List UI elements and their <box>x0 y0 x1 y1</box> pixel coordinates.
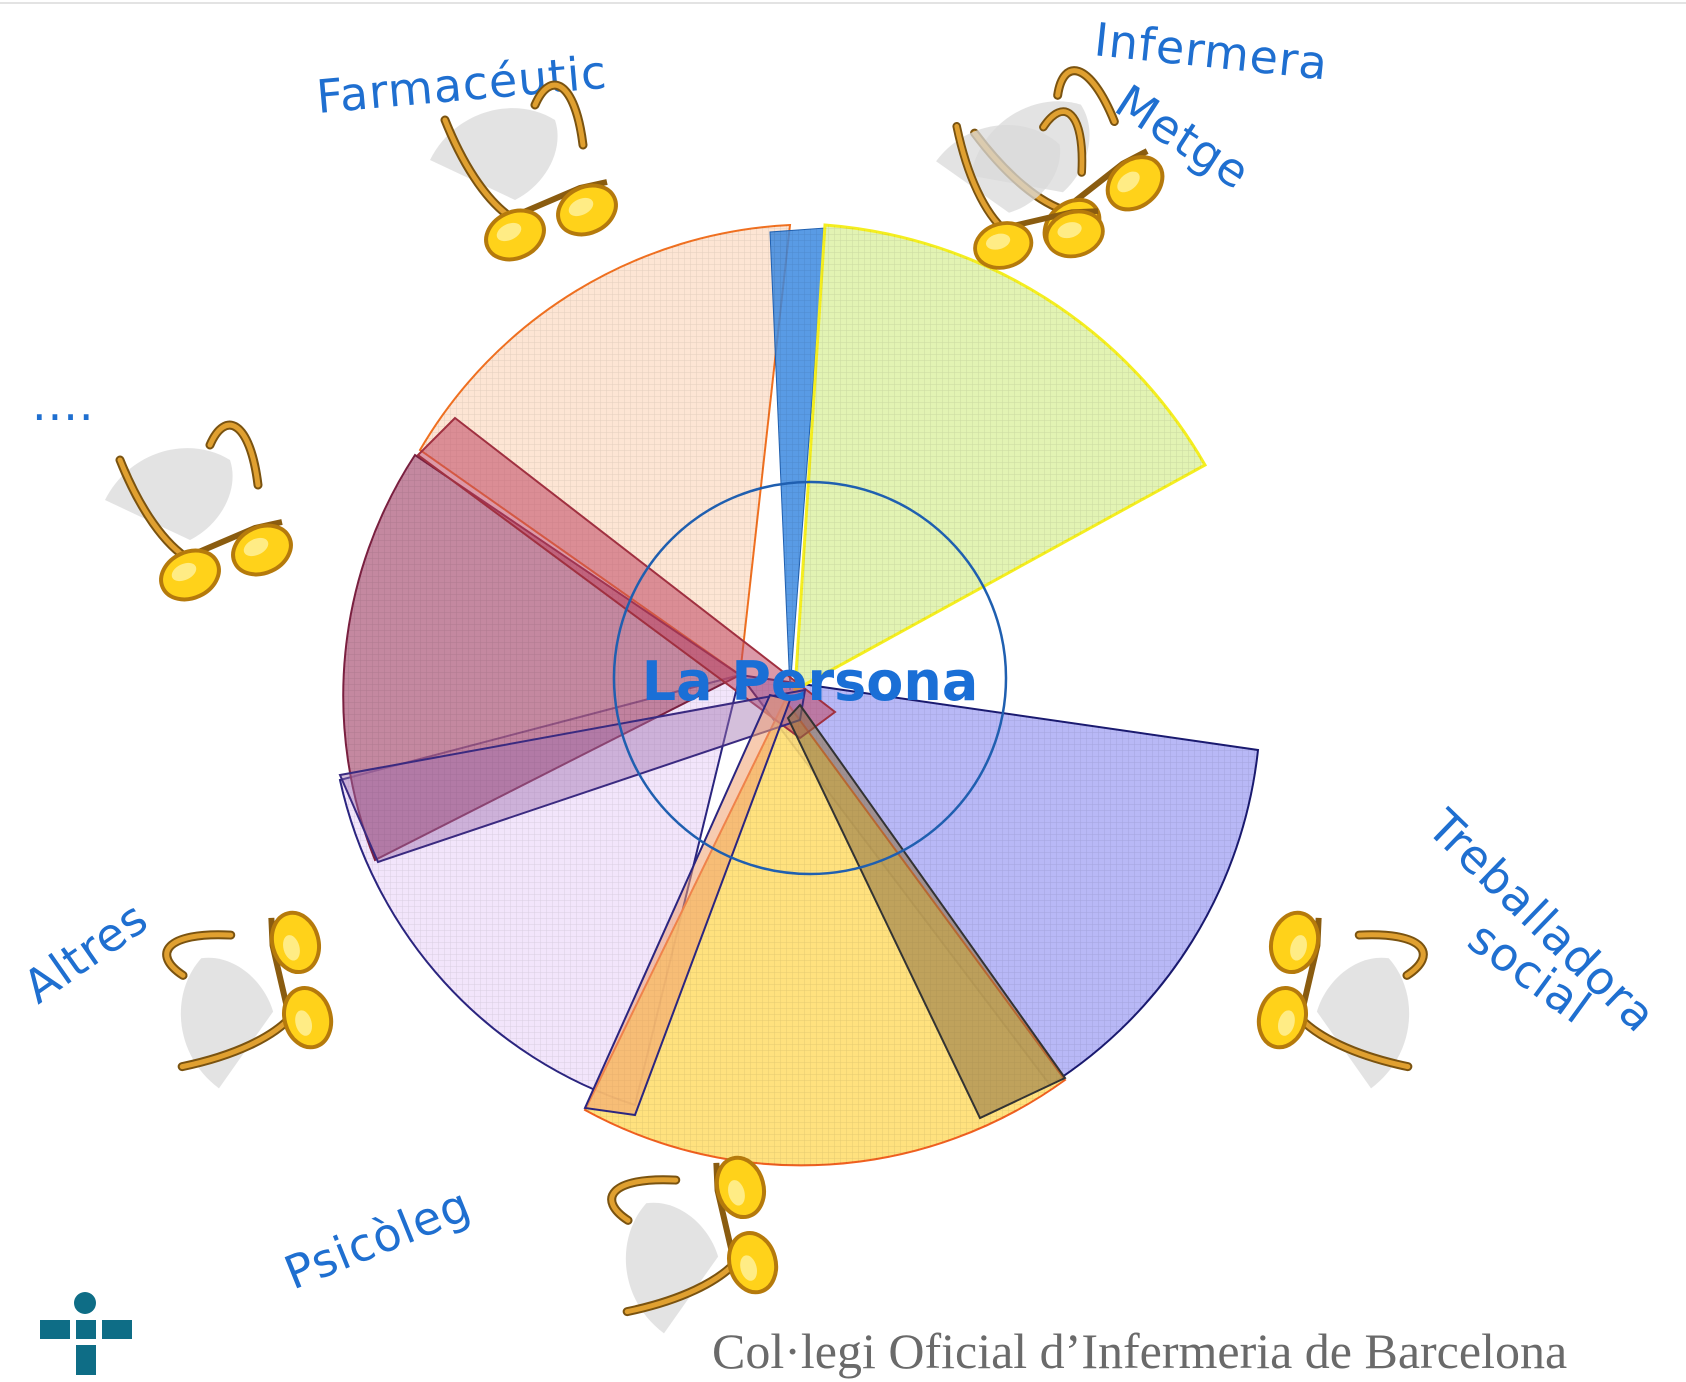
sector-infermera <box>769 227 826 691</box>
label-dots: .... <box>32 377 95 431</box>
overlay-bar-se <box>786 703 1067 1120</box>
top-divider <box>0 2 1686 4</box>
glasses-icon <box>145 884 359 1107</box>
center-label: La Persona <box>642 650 979 713</box>
footer-organization: Col·legi Oficial d’Infermeria de Barcelo… <box>712 1323 1567 1379</box>
sector-dots <box>342 453 742 862</box>
overlay-bar-s <box>583 693 792 1117</box>
glasses-icon <box>105 425 299 608</box>
label-infermera: Infermera <box>1092 12 1331 90</box>
sector-metge <box>793 223 1208 693</box>
center-circle <box>612 480 1008 876</box>
sector-treballadora-social <box>737 673 1260 1087</box>
glasses-icon <box>1230 884 1444 1107</box>
sector-psicoleg <box>583 698 1067 1167</box>
sector-farmaceutic <box>418 223 792 677</box>
glasses-icon <box>430 85 624 268</box>
label-psicoleg: Psicòleg <box>277 1177 478 1300</box>
label-farmaceutic: Farmacéutic <box>314 45 609 124</box>
college-logo-icon <box>40 1292 132 1375</box>
label-altres: Altres <box>13 890 157 1014</box>
